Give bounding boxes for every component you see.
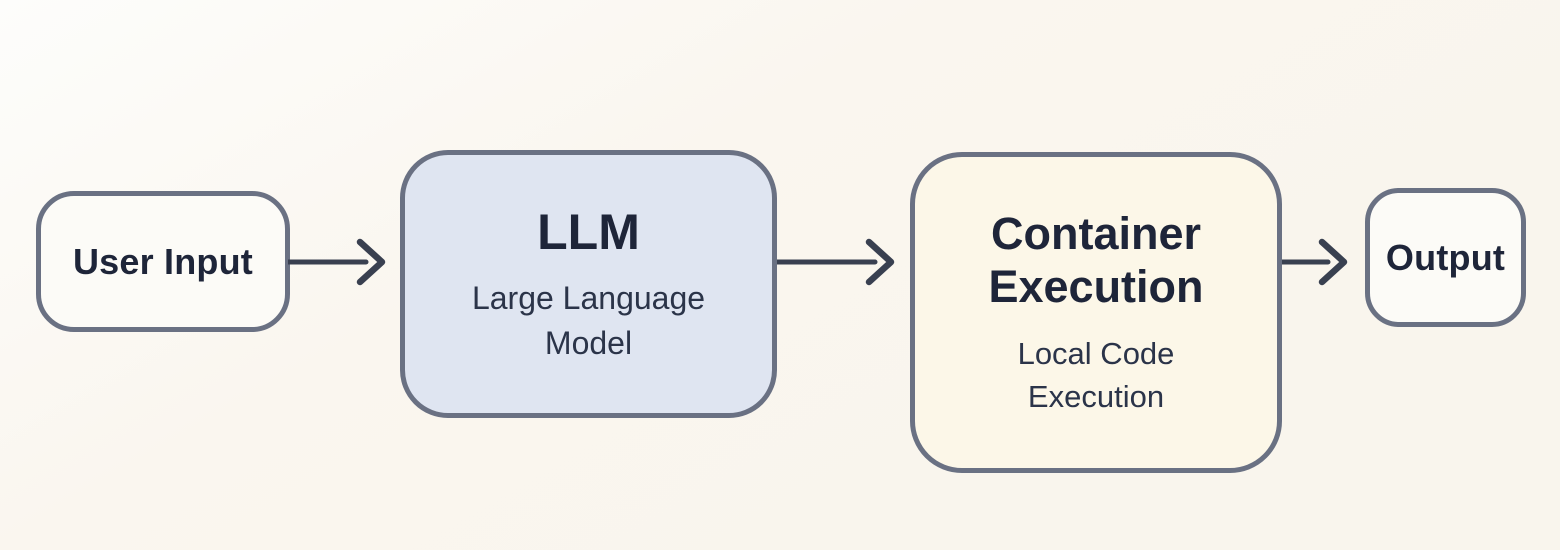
node-output: Output — [1365, 188, 1526, 327]
node-llm-subtitle: Large Language Model — [471, 280, 706, 361]
arrow-llm-to-container-execution — [777, 232, 897, 292]
arrow-user-input-to-llm — [288, 232, 388, 292]
node-container-execution-subtitle: Local Code Execution — [1017, 335, 1175, 414]
arrow-icon — [777, 238, 895, 286]
arrow-container-execution-to-output — [1282, 232, 1350, 292]
node-user-input: User Input — [36, 191, 290, 332]
arrow-icon — [1282, 238, 1348, 286]
node-output-label: Output — [1385, 236, 1506, 278]
node-container-execution: Container Execution Local Code Execution — [910, 152, 1282, 473]
node-llm: LLM Large Language Model — [400, 150, 777, 418]
arrow-icon — [288, 238, 386, 286]
node-user-input-label: User Input — [72, 240, 253, 282]
node-container-execution-title: Container Execution — [988, 207, 1204, 312]
node-llm-title: LLM — [537, 204, 640, 261]
